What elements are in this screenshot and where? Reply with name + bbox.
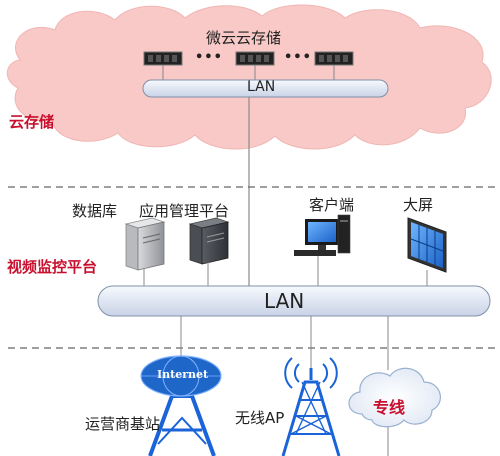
cloud-storage-title: 微云云存储	[206, 29, 282, 47]
leased-line-label: 专线	[373, 398, 406, 417]
internet-globe-icon	[140, 355, 222, 397]
internet-label: Internet	[157, 368, 209, 381]
client-pc-icon	[294, 214, 351, 256]
platform-lan-label: LAN	[264, 289, 305, 313]
cloud-server-rack-1	[143, 51, 183, 66]
cloud-server-rack-3	[314, 51, 354, 66]
app-platform-label: 应用管理平台	[139, 202, 230, 220]
client-label: 客户端	[309, 196, 355, 214]
cloud-ellipsis-2: •••	[284, 50, 312, 65]
video-platform-section-label: 视频监控平台	[7, 258, 98, 276]
big-screen-label: 大屏	[403, 196, 434, 214]
cloud-storage-cloud	[6, 4, 492, 150]
cloud-server-rack-2	[235, 51, 275, 66]
wifi-signal-icon	[284, 357, 338, 389]
cloud-ellipsis-1: •••	[195, 50, 223, 65]
wireless-ap-label: 无线AP	[235, 409, 285, 427]
wireless-ap-tower-icon	[281, 368, 341, 456]
big-screen-icon	[407, 217, 447, 273]
cloud-lan-bar	[142, 79, 389, 98]
database-server-icon	[124, 217, 166, 271]
database-label: 数据库	[72, 202, 118, 220]
leased-line-cloud-icon	[348, 367, 441, 428]
carrier-station-label: 运营商基站	[85, 415, 161, 433]
cloud-storage-section-label: 云存储	[9, 113, 55, 131]
platform-lan-bar	[97, 285, 491, 317]
app-platform-server-icon	[188, 217, 230, 265]
cloud-lan-label: LAN	[247, 79, 276, 95]
